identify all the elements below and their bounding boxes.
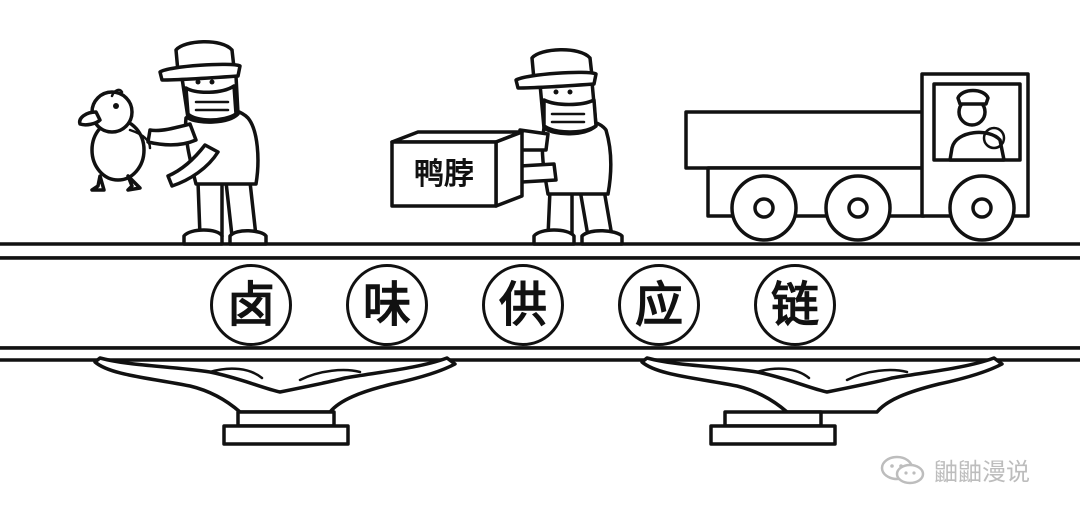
banner-char-2: 味: [346, 264, 428, 346]
banner-char-1: 卤: [210, 264, 292, 346]
banner-char-5: 链: [754, 264, 836, 346]
banner-char-4: 应: [618, 264, 700, 346]
wechat-icon: [880, 455, 925, 484]
truck-icon: [684, 72, 1030, 242]
box-label: 鸭脖: [414, 157, 474, 192]
left-hands-icon: [93, 356, 457, 446]
watermark: 鼬鼬漫说: [880, 452, 1030, 487]
worker-with-duck: [146, 40, 268, 246]
duck-icon: [77, 88, 152, 192]
box-icon: [390, 130, 524, 208]
worker-with-box: [514, 48, 624, 246]
right-hands-icon: [640, 356, 1004, 446]
banner-char-3: 供: [482, 264, 564, 346]
watermark-text: 鼬鼬漫说: [934, 458, 1030, 486]
